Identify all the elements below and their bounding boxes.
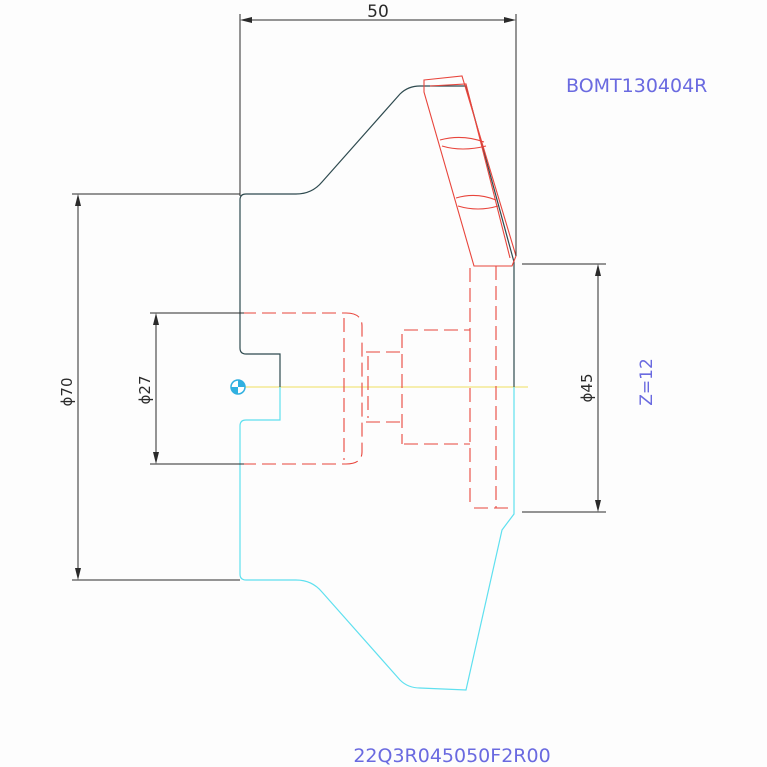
teeth-count-label: Z=12 [637, 358, 657, 406]
insert-code-label: BOMT130404R [566, 75, 707, 97]
upper-body-outline [239, 85, 515, 387]
center-mark-icon [230, 379, 246, 395]
hidden-bore-lines [242, 265, 512, 509]
dimension-lines [72, 14, 606, 581]
dim-width-50: 50 [367, 2, 389, 22]
dim-diameter-70: ϕ70 [58, 378, 76, 407]
insert-outline [423, 75, 517, 267]
lower-body-outline [239, 387, 515, 691]
dimension-arrows [75, 17, 601, 580]
dim-diameter-27: ϕ27 [136, 376, 154, 405]
part-code-label: 22Q3R045050F2R00 [353, 745, 550, 767]
dim-diameter-45: ϕ45 [578, 374, 596, 403]
